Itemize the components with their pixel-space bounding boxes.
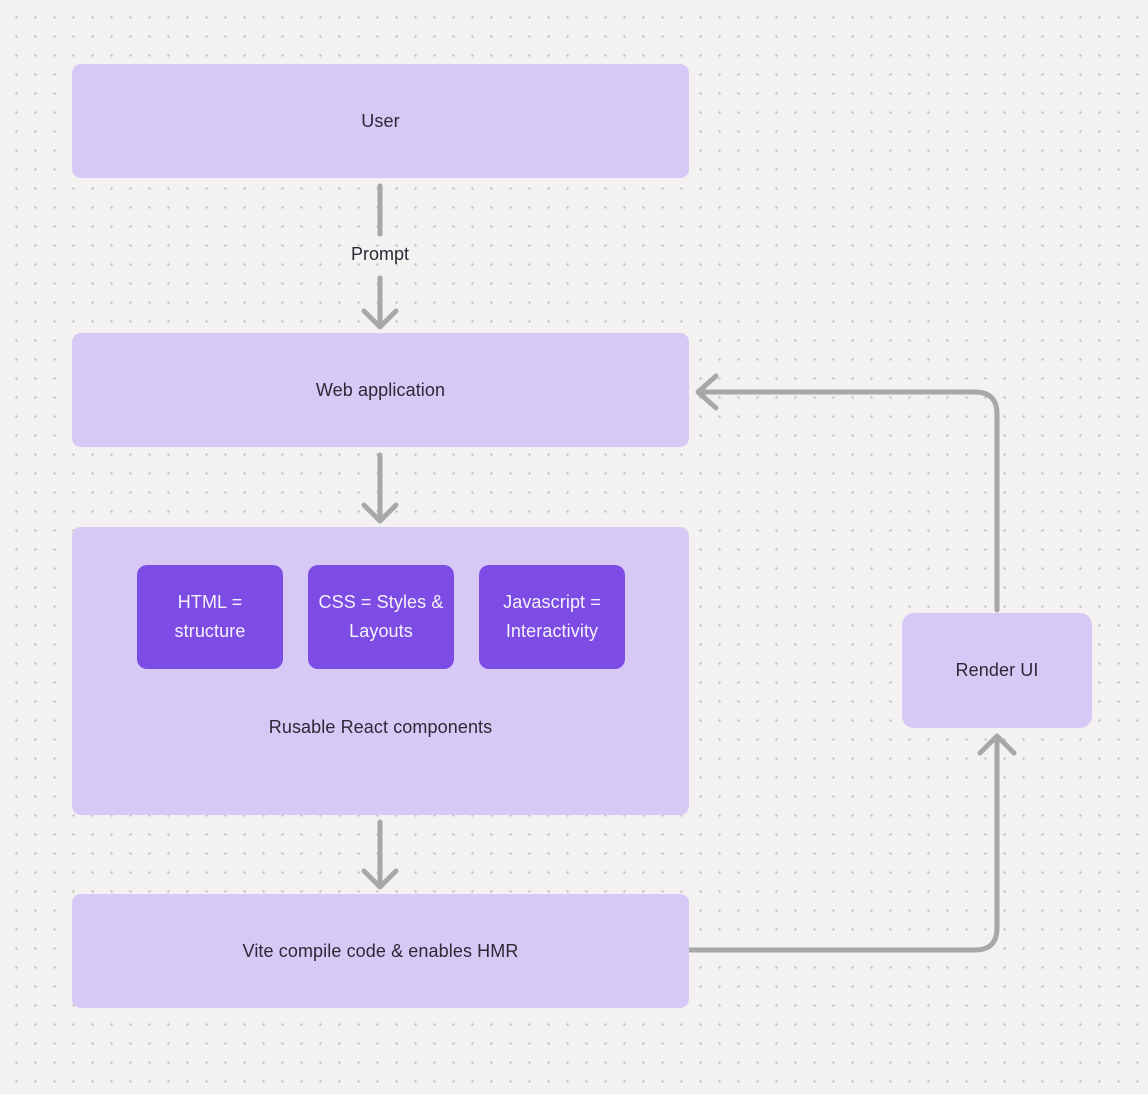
edge-label-prompt: Prompt xyxy=(350,244,410,264)
node-render-ui-label: Render UI xyxy=(955,660,1039,680)
node-web-application-label: Web application xyxy=(315,379,446,400)
node-css-chip[interactable]: CSS = Styles & Layouts xyxy=(308,565,454,669)
edge-vite-to-render xyxy=(687,733,1017,953)
edge-components-to-vite xyxy=(361,819,399,890)
arrowhead-down-icon xyxy=(361,502,399,524)
components-group-label: Rusable React components xyxy=(268,717,493,737)
arrowhead-down-icon xyxy=(361,308,399,330)
node-javascript-label: Javascript = Interactivity xyxy=(503,592,601,641)
arrowhead-down-icon xyxy=(361,868,399,890)
node-user[interactable]: User xyxy=(72,64,689,178)
node-css-label: CSS = Styles & Layouts xyxy=(318,592,444,641)
node-javascript-chip[interactable]: Javascript = Interactivity xyxy=(479,565,625,669)
edge-render-to-web xyxy=(695,373,1000,613)
node-components-group[interactable]: HTML = structure CSS = Styles & Layouts … xyxy=(72,527,689,815)
node-html-chip[interactable]: HTML = structure xyxy=(137,565,283,669)
arrowhead-up-icon xyxy=(977,733,1017,756)
components-chip-row: HTML = structure CSS = Styles & Layouts … xyxy=(137,565,625,669)
node-vite[interactable]: Vite compile code & enables HMR xyxy=(72,894,689,1008)
arrowhead-left-icon xyxy=(695,373,719,411)
node-render-ui[interactable]: Render UI xyxy=(902,613,1092,728)
node-html-label: HTML = structure xyxy=(174,592,246,641)
node-vite-label: Vite compile code & enables HMR xyxy=(242,940,519,961)
edge-web-to-components xyxy=(361,452,399,524)
node-web-application[interactable]: Web application xyxy=(72,333,689,447)
node-user-label: User xyxy=(361,110,400,131)
